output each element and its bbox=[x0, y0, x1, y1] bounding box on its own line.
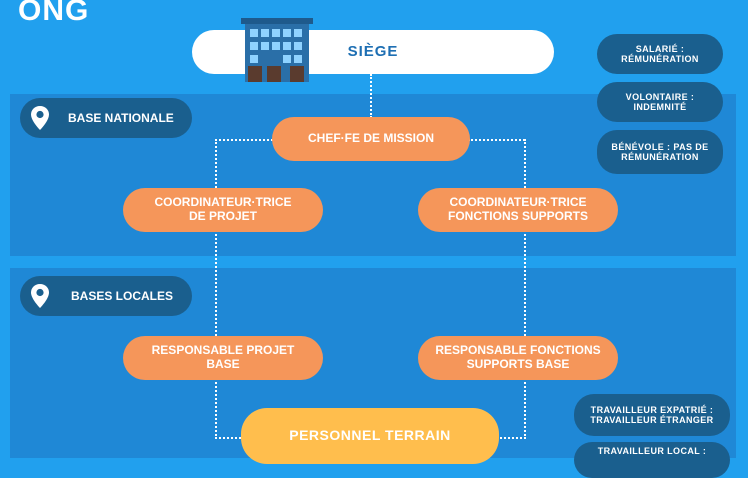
legend-expatrie-line2: TRAVAILLEUR ÉTRANGER bbox=[590, 415, 714, 425]
legend-volontaire: VOLONTAIRE : INDEMNITÉ bbox=[597, 82, 723, 122]
legend-salarie: SALARIÉ : RÉMUNÉRATION bbox=[597, 34, 723, 74]
connector-siege-chef bbox=[370, 74, 372, 118]
legend-expatrie: TRAVAILLEUR EXPATRIÉ : TRAVAILLEUR ÉTRAN… bbox=[574, 394, 730, 436]
coordinateur-supports-node: COORDINATEUR·TRICE FONCTIONS SUPPORTS bbox=[418, 188, 618, 232]
base-nationale-label: BASE NATIONALE bbox=[20, 98, 192, 138]
connector-left-vertical bbox=[215, 139, 217, 439]
responsable-projet-line1: RESPONSABLE PROJET bbox=[151, 343, 295, 358]
responsable-projet-line2: BASE bbox=[206, 357, 240, 371]
personnel-terrain-node: PERSONNEL TERRAIN bbox=[241, 408, 499, 464]
bases-locales-text: BASES LOCALES bbox=[71, 289, 174, 303]
legend-volontaire-line2: INDEMNITÉ bbox=[633, 102, 687, 112]
chef-de-mission-node: CHEF·FE DE MISSION bbox=[272, 117, 470, 161]
bases-locales-label: BASES LOCALES bbox=[20, 276, 192, 316]
page-title: ONG bbox=[18, 0, 90, 27]
building-icon bbox=[241, 18, 313, 82]
personnel-terrain-label: PERSONNEL TERRAIN bbox=[289, 427, 451, 443]
base-nationale-text: BASE NATIONALE bbox=[68, 111, 174, 125]
responsable-projet-node: RESPONSABLE PROJET BASE bbox=[123, 336, 323, 380]
legend-salarie-line1: SALARIÉ : bbox=[635, 43, 685, 54]
legend-salarie-line2: RÉMUNÉRATION bbox=[621, 54, 699, 64]
coordinateur-projet-line1: COORDINATEUR·TRICE bbox=[154, 195, 292, 210]
responsable-supports-node: RESPONSABLE FONCTIONS SUPPORTS BASE bbox=[418, 336, 618, 380]
connector-right-personnel bbox=[496, 437, 526, 439]
legend-volontaire-line1: VOLONTAIRE : bbox=[625, 91, 695, 102]
location-pin-icon bbox=[31, 284, 49, 308]
location-pin-icon bbox=[31, 106, 49, 130]
legend-local: TRAVAILLEUR LOCAL : bbox=[574, 442, 730, 478]
coordinateur-projet-node: COORDINATEUR·TRICE DE PROJET bbox=[123, 188, 323, 232]
legend-benevole-line1: BÉNÉVOLE : PAS DE bbox=[611, 141, 709, 152]
coordinateur-supports-line2: FONCTIONS SUPPORTS bbox=[447, 209, 588, 223]
connector-chef-left bbox=[215, 139, 273, 141]
responsable-supports-line1: RESPONSABLE FONCTIONS bbox=[435, 343, 601, 358]
coordinateur-projet-line2: DE PROJET bbox=[188, 209, 257, 223]
connector-right-vertical bbox=[524, 139, 526, 439]
responsable-supports-line2: SUPPORTS BASE bbox=[466, 357, 570, 371]
siege-label: SIÈGE bbox=[347, 43, 399, 61]
legend-local-line1: TRAVAILLEUR LOCAL : bbox=[597, 446, 707, 456]
connector-chef-right bbox=[468, 139, 525, 141]
connector-left-personnel bbox=[215, 437, 245, 439]
coordinateur-supports-line1: COORDINATEUR·TRICE bbox=[449, 195, 587, 210]
legend-benevole-line2: RÉMUNÉRATION bbox=[621, 152, 699, 162]
legend-benevole: BÉNÉVOLE : PAS DE RÉMUNÉRATION bbox=[597, 130, 723, 174]
chef-de-mission-label: CHEF·FE DE MISSION bbox=[307, 131, 434, 146]
legend-expatrie-line1: TRAVAILLEUR EXPATRIÉ : bbox=[590, 404, 714, 415]
